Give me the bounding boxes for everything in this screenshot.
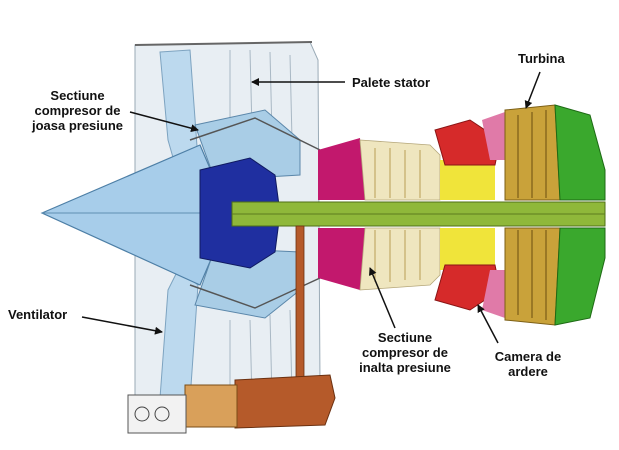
label-hp-compressor-line-1: Sectiune bbox=[377, 330, 433, 345]
lp-inner-casing-upper bbox=[189, 117, 321, 151]
hp-compressor-magenta-upper bbox=[318, 138, 365, 200]
label-stator-vanes: Palete stator bbox=[352, 75, 431, 90]
turbine-blades bbox=[517, 110, 547, 320]
accessory-unit-gray bbox=[127, 394, 187, 434]
turbine-green-upper bbox=[554, 104, 606, 201]
arrow-fan bbox=[81, 316, 163, 335]
label-lp-compressor-line-2: compresor de bbox=[34, 103, 121, 118]
accessory-gear-2 bbox=[154, 406, 170, 422]
accessory-gearbox bbox=[234, 374, 336, 429]
radial-drive-shaft bbox=[295, 225, 305, 382]
hp-compressor-blades bbox=[374, 148, 421, 282]
combustor-yellow-lower bbox=[440, 228, 495, 270]
label-fan: Ventilator bbox=[8, 307, 68, 322]
label-hp-compressor: Sectiune compresor de inalta presiune bbox=[340, 330, 470, 375]
combustor-yellow-upper bbox=[440, 160, 495, 200]
label-combustion-chamber: Camera de ardere bbox=[478, 349, 578, 379]
label-hp-compressor-line-3: inalta presiune bbox=[359, 360, 451, 375]
label-combustion-chamber-line-1: Camera de bbox=[494, 349, 562, 364]
accessory-gear-1 bbox=[134, 406, 150, 422]
arrow-lp-compressor bbox=[129, 111, 199, 133]
arrow-hp-compressor bbox=[369, 267, 396, 329]
hp-compressor-cream-lower bbox=[359, 227, 441, 291]
label-hp-compressor-line-2: compresor de bbox=[362, 345, 448, 360]
accessory-unit-orange bbox=[184, 384, 238, 428]
spinner-cone bbox=[40, 144, 216, 286]
label-lp-compressor-line-1: Sectiune bbox=[50, 88, 105, 103]
turbine-green-lower bbox=[554, 227, 606, 326]
label-turbine: Turbina bbox=[518, 51, 565, 66]
label-lp-compressor: Sectiune compresor de joasa presiune bbox=[10, 88, 145, 133]
casing-top-edge bbox=[134, 41, 313, 46]
arrow-combustion-chamber bbox=[477, 304, 499, 344]
lp-compressor-lower bbox=[194, 247, 301, 319]
label-lp-compressor-line-3: joasa presiune bbox=[31, 118, 124, 133]
hp-compressor-magenta-lower bbox=[318, 228, 365, 290]
label-combustion-chamber-line-2: ardere bbox=[508, 364, 548, 379]
arrow-turbine bbox=[524, 71, 541, 109]
hp-compressor-cream-upper bbox=[359, 139, 441, 201]
